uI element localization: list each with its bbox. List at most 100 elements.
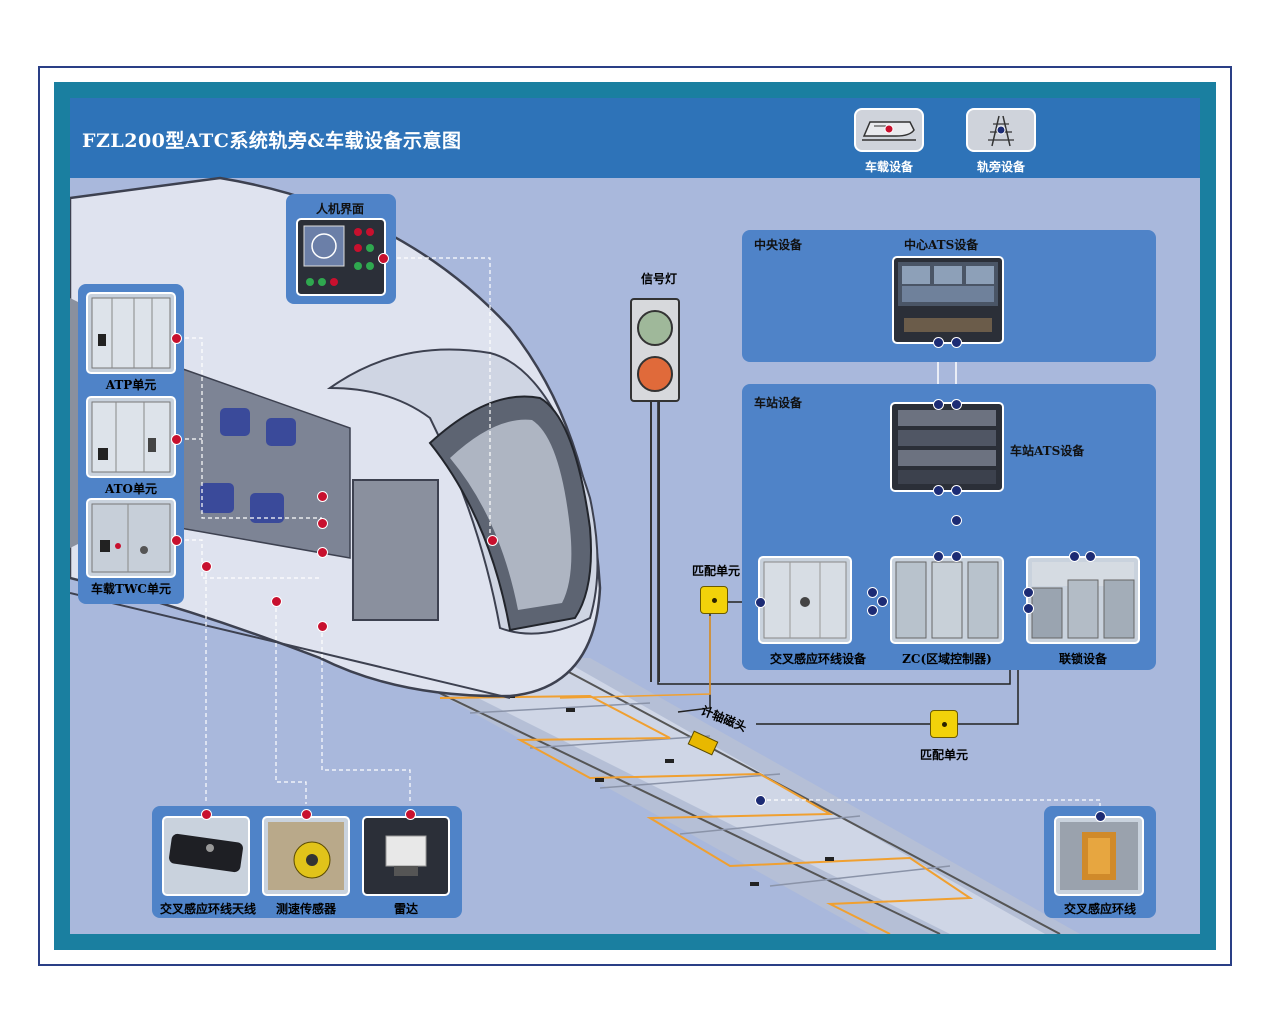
wayside-dot (933, 399, 944, 410)
central-title: 中央设备 (754, 238, 803, 252)
rack-icon (91, 503, 171, 573)
cabinet-icon (895, 561, 999, 639)
wayside-dot (1023, 587, 1034, 598)
onboard-dot (201, 809, 212, 820)
onboard-dot (201, 561, 212, 572)
radar-icon (385, 835, 427, 876)
green-lamp-icon (637, 310, 673, 346)
zc-image (890, 556, 1004, 644)
legend-onboard-label: 车载设备 (864, 160, 913, 174)
header-bar: FZL200型ATC系统轨旁&车载设备示意图 车载设备 轨旁设备 (70, 98, 1200, 178)
rack-icon (91, 401, 171, 473)
sleepers (469, 702, 951, 887)
atp-unit-image (86, 292, 176, 374)
onboard-dot (171, 535, 182, 546)
wayside-dot (951, 399, 962, 410)
wayside-dot (951, 515, 962, 526)
loop-cable-image (1054, 816, 1144, 896)
wayside-dot (755, 795, 766, 806)
bottom-devices-box: 交叉感应环线天线 测速传感器 雷达 (152, 806, 462, 918)
red-lamp-icon (637, 356, 673, 392)
radar-image (362, 816, 450, 896)
onboard-dot (317, 518, 328, 529)
signal-label: 信号灯 (640, 272, 677, 286)
wayside-dot (755, 597, 766, 608)
track-ballast (410, 664, 1045, 934)
loop-cable-icon (1060, 822, 1138, 890)
central-equipment-box: 中央设备 中心ATS设备 (742, 230, 1156, 362)
matching-unit-label-1: 匹配单元 (691, 564, 740, 578)
matching-unit-icon (700, 586, 728, 614)
wayside-dot (867, 605, 878, 616)
wayside-dot (1023, 603, 1034, 614)
loop-antenna-label: 交叉感应环线天线 (159, 902, 256, 916)
hmi-panel-icon (303, 225, 374, 286)
wayside-dot (1069, 551, 1080, 562)
train-track-illustration (70, 176, 1101, 934)
loop-cable-box: 交叉感应环线 (1044, 806, 1156, 918)
onboard-dot (317, 491, 328, 502)
train-skirt (70, 592, 511, 699)
cab-interior (450, 419, 572, 610)
station-equipment-box: 车站设备 车站ATS设备 交叉感应环线设备 (742, 384, 1156, 670)
passenger-seats (200, 408, 296, 523)
speed-sensor-label: 测速传感器 (275, 902, 336, 916)
ats-center-image (892, 256, 1004, 344)
hmi-label: 人机界面 (316, 202, 365, 216)
interlocking-image (1026, 556, 1140, 644)
sensor-icon (268, 822, 344, 890)
wayside-dot (877, 596, 888, 607)
ats-center-label: 中心ATS设备 (904, 238, 979, 252)
onboard-dot (317, 621, 328, 632)
loop-equipment-label: 交叉感应环线设备 (769, 652, 866, 666)
wayside-dot (1085, 551, 1096, 562)
station-title: 车站设备 (754, 396, 803, 410)
matching-unit-label-2: 匹配单元 (919, 748, 968, 762)
diagram-title: FZL200型ATC系统轨旁&车载设备示意图 (82, 130, 462, 152)
zc-label: ZC(区域控制器) (902, 652, 992, 666)
side-door (352, 479, 439, 621)
onboard-dot (317, 547, 328, 558)
onboard-dot (271, 596, 282, 607)
legend-wayside-card (966, 108, 1036, 152)
cabinet-icon (1031, 562, 1135, 639)
onboard-dot (171, 434, 182, 445)
loop-cable-path (439, 694, 974, 934)
hmi-screen (296, 218, 386, 296)
equipment-panel-icon (763, 561, 847, 639)
loop-antenna-image (162, 816, 250, 896)
signal-pole (650, 402, 660, 682)
rack-icon (91, 297, 171, 369)
wayside-dot (951, 551, 962, 562)
twc-label: 车载TWC单元 (91, 582, 171, 596)
onboard-dot (378, 253, 389, 264)
legend-onboard-card (854, 108, 924, 152)
matching-unit-icon (930, 710, 958, 738)
atp-label: ATP单元 (105, 378, 157, 392)
matching-unit-feed (559, 616, 711, 699)
left-rail (399, 673, 941, 934)
hmi-box: 人机界面 (286, 194, 396, 304)
ato-label: ATO单元 (104, 482, 158, 496)
control-room-icon (898, 262, 998, 332)
twc-unit-image (86, 498, 176, 578)
radar-label: 雷达 (393, 902, 418, 916)
diagram-panel: FZL200型ATC系统轨旁&车载设备示意图 车载设备 轨旁设备 (70, 98, 1200, 934)
right-rail (564, 669, 1061, 934)
onboard-units-box: ATP单元 ATO单元 车载TWC单元 (78, 284, 184, 604)
track-legend-icon (988, 115, 1014, 147)
onboard-dot (301, 809, 312, 820)
wayside-dot (1095, 811, 1106, 822)
interlocking-label: 联锁设备 (1058, 652, 1107, 666)
wayside-dot (951, 337, 962, 348)
antenna-icon (169, 833, 243, 873)
server-rack-icon (898, 410, 996, 484)
wayside-dot (951, 485, 962, 496)
speed-sensor-image (262, 816, 350, 896)
onboard-dot (171, 333, 182, 344)
loop-cable-label: 交叉感应环线 (1063, 902, 1136, 916)
ato-unit-image (86, 396, 176, 478)
loop-equipment-image (758, 556, 852, 644)
wayside-dot (867, 587, 878, 598)
wayside-dot (933, 337, 944, 348)
